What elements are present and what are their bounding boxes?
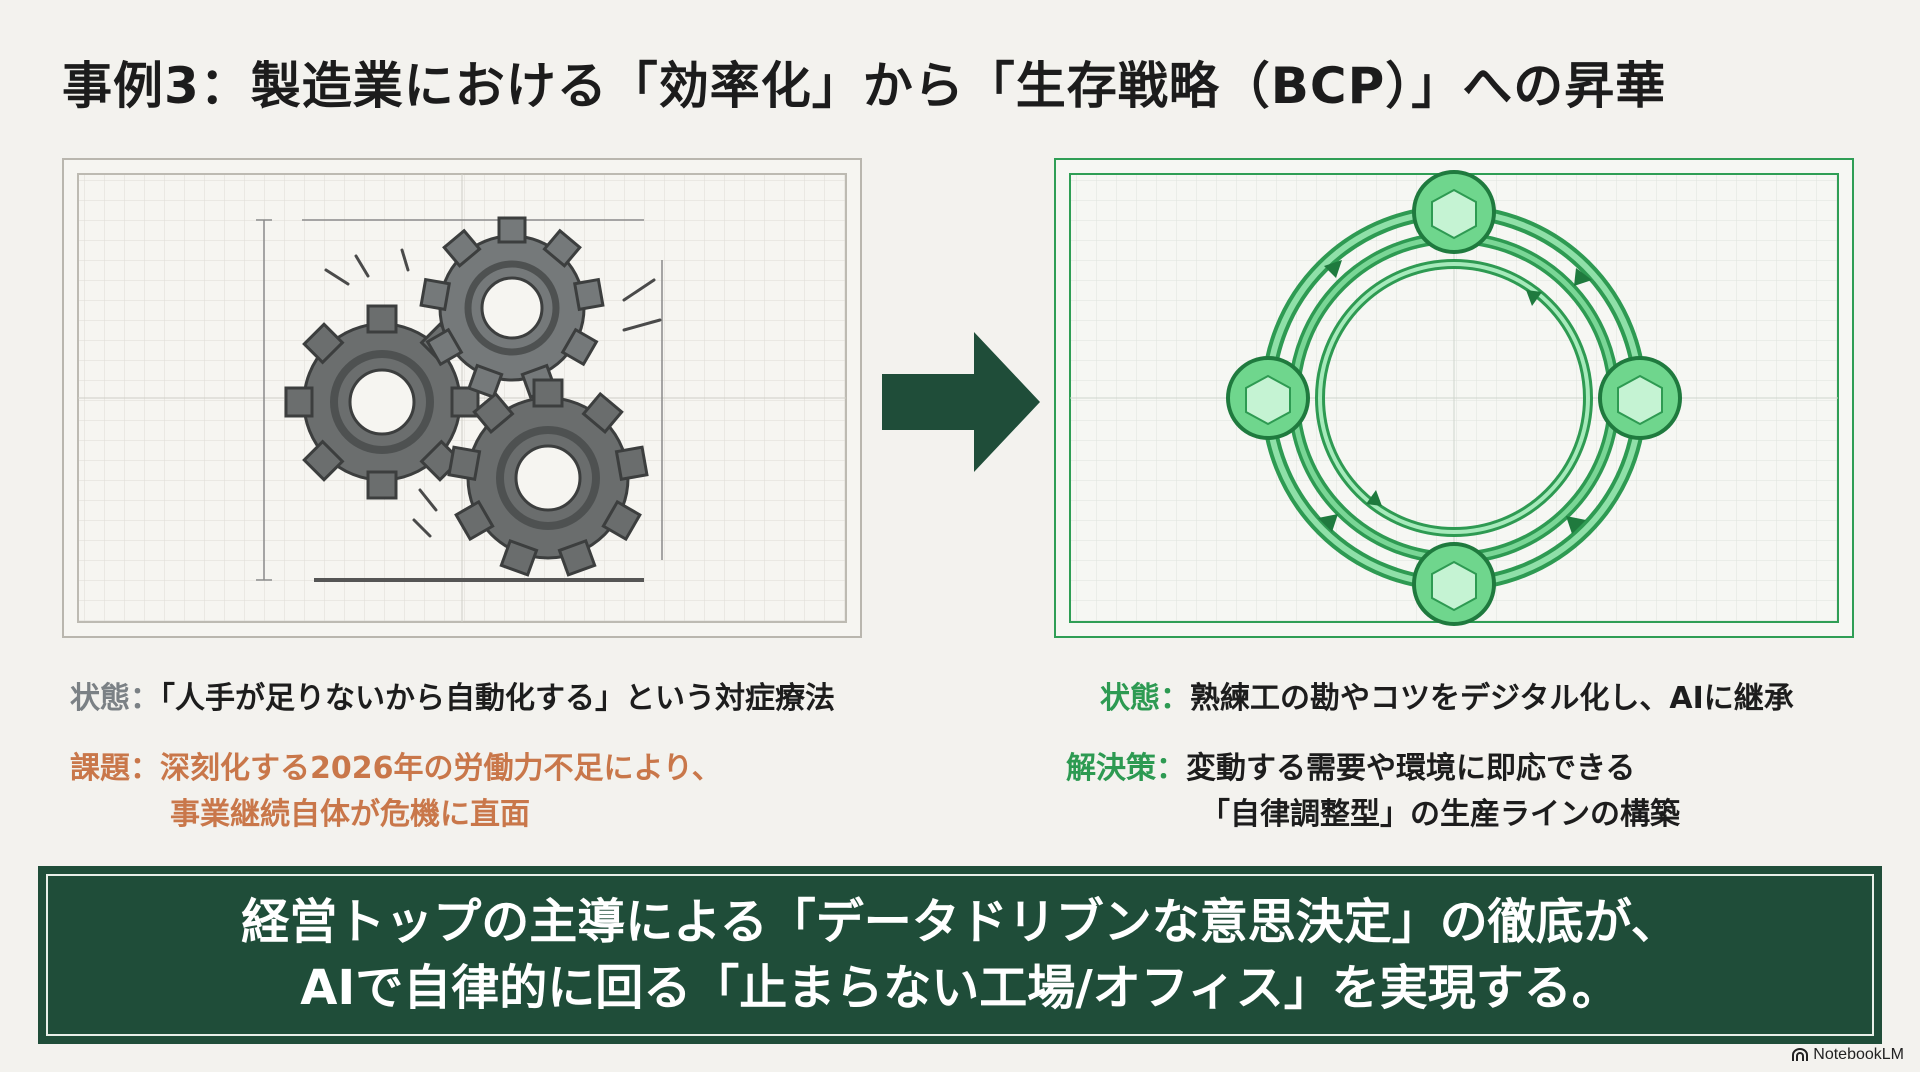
right-solution-row: 解決策：変動する需要や環境に即応できる bbox=[1066, 746, 1635, 792]
conclusion-line-1: 経営トップの主導による「データドリブンな意思決定」の徹底が、 bbox=[241, 894, 1679, 950]
left-illustration-panel bbox=[62, 158, 862, 638]
left-issue-text-line1: 深刻化する2026年の労働力不足により、 bbox=[160, 751, 722, 786]
left-status-text: 「人手が足りないから自動化する」という対症療法 bbox=[160, 681, 835, 716]
left-issue-row-2: 事業継続自体が危機に直面 bbox=[170, 792, 530, 838]
right-solution-row-2: 「自律調整型」の生産ラインの構築 bbox=[1200, 792, 1680, 838]
right-status-text: 熟練工の勘やコツをデジタル化し、AIに継承 bbox=[1190, 681, 1794, 716]
right-arrow-icon bbox=[882, 332, 1040, 472]
brand-watermark: NotebookLM bbox=[1791, 1046, 1904, 1064]
page-title: 事例3：製造業における「効率化」から「生存戦略（BCP）」への昇華 bbox=[62, 57, 1667, 115]
left-status-row: 状態：「人手が足りないから自動化する」という対症療法 bbox=[70, 676, 835, 722]
notebooklm-logo-icon bbox=[1792, 1048, 1809, 1061]
left-issue-label: 課題： bbox=[70, 751, 160, 786]
gears-icon bbox=[77, 173, 847, 623]
right-solution-label: 解決策： bbox=[1066, 751, 1186, 786]
left-issue-text-line2: 事業継続自体が危機に直面 bbox=[170, 797, 530, 832]
right-status-label: 状態： bbox=[1100, 681, 1190, 716]
right-status-row: 状態：熟練工の勘やコツをデジタル化し、AIに継承 bbox=[1100, 676, 1794, 722]
right-illustration-panel bbox=[1054, 158, 1854, 638]
left-issue-row: 課題：深刻化する2026年の労働力不足により、 bbox=[70, 746, 722, 792]
left-status-label: 状態： bbox=[70, 681, 160, 716]
right-solution-text-line2: 「自律調整型」の生産ラインの構築 bbox=[1200, 797, 1680, 832]
cycle-network-icon bbox=[1069, 170, 1839, 626]
right-solution-text-line1: 変動する需要や環境に即応できる bbox=[1186, 751, 1636, 786]
conclusion-line-2: AIで自律的に回る「止まらない工場/オフィス」を実現する。 bbox=[300, 960, 1620, 1016]
conclusion-banner: 経営トップの主導による「データドリブンな意思決定」の徹底が、 AIで自律的に回る… bbox=[38, 866, 1882, 1044]
brand-name: NotebookLM bbox=[1813, 1046, 1904, 1063]
conclusion-banner-frame: 経営トップの主導による「データドリブンな意思決定」の徹底が、 AIで自律的に回る… bbox=[46, 874, 1874, 1036]
